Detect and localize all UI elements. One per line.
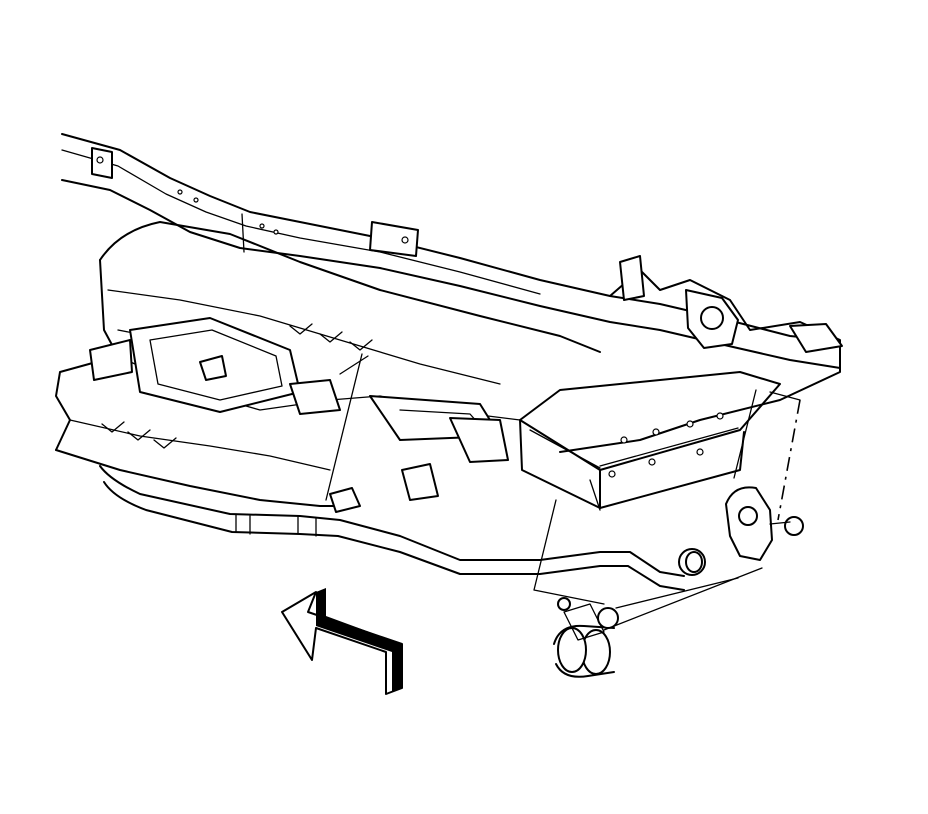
frame-rear-crossmember xyxy=(559,255,843,453)
callout-leaders xyxy=(325,353,801,631)
exhaust-hanger xyxy=(725,486,804,561)
center-crossmember xyxy=(89,317,509,463)
tailpipe-assembly xyxy=(553,597,619,678)
forward-arrow-icon xyxy=(281,588,403,695)
exhaust-pipe xyxy=(99,463,706,591)
